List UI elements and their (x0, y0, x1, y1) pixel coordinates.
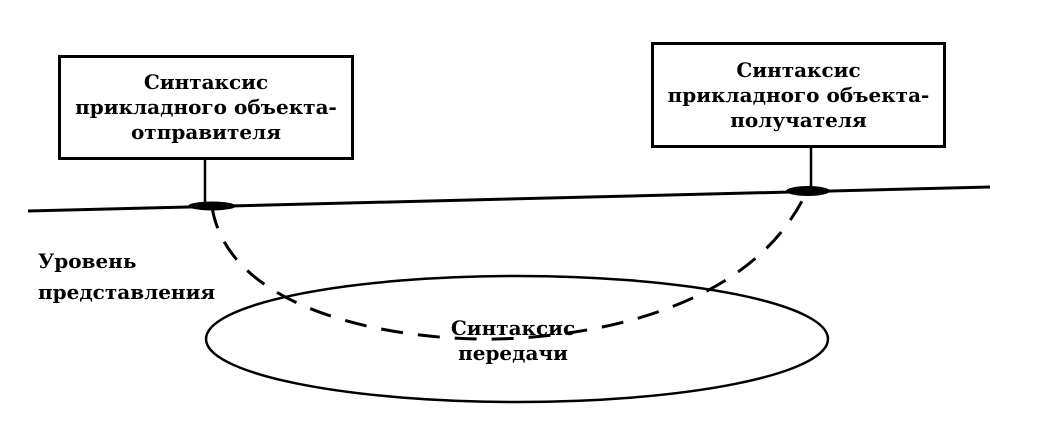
transfer-syntax-label: Синтаксис передачи (420, 316, 606, 366)
sender-junction (188, 201, 236, 211)
sender-box-line-1: Синтаксис (143, 70, 269, 94)
presentation-level-line (27, 185, 991, 213)
receiver-junction (786, 186, 830, 196)
sender-syntax-box: Синтаксис прикладного объекта- отправите… (58, 55, 354, 160)
transfer-syntax-ellipse (204, 274, 830, 404)
sender-box-line-3: отправителя (130, 120, 282, 144)
receiver-box-line-2: прикладного объекта- (667, 82, 930, 107)
receiver-syntax-box: Синтаксис прикладного объекта- получател… (651, 42, 946, 148)
presentation-level-label: Уровень представления (38, 246, 215, 308)
presentation-level-line-1: Уровень (38, 249, 137, 273)
transfer-syntax-line-1: Синтаксис (450, 316, 576, 340)
transfer-syntax-line-2: передачи (458, 341, 568, 365)
receiver-box-line-1: Синтаксис (736, 57, 861, 82)
sender-box-line-2: прикладного объекта- (75, 95, 337, 119)
receiver-box-line-3: получателя (730, 107, 867, 132)
presentation-level-line-2: представления (38, 280, 216, 304)
